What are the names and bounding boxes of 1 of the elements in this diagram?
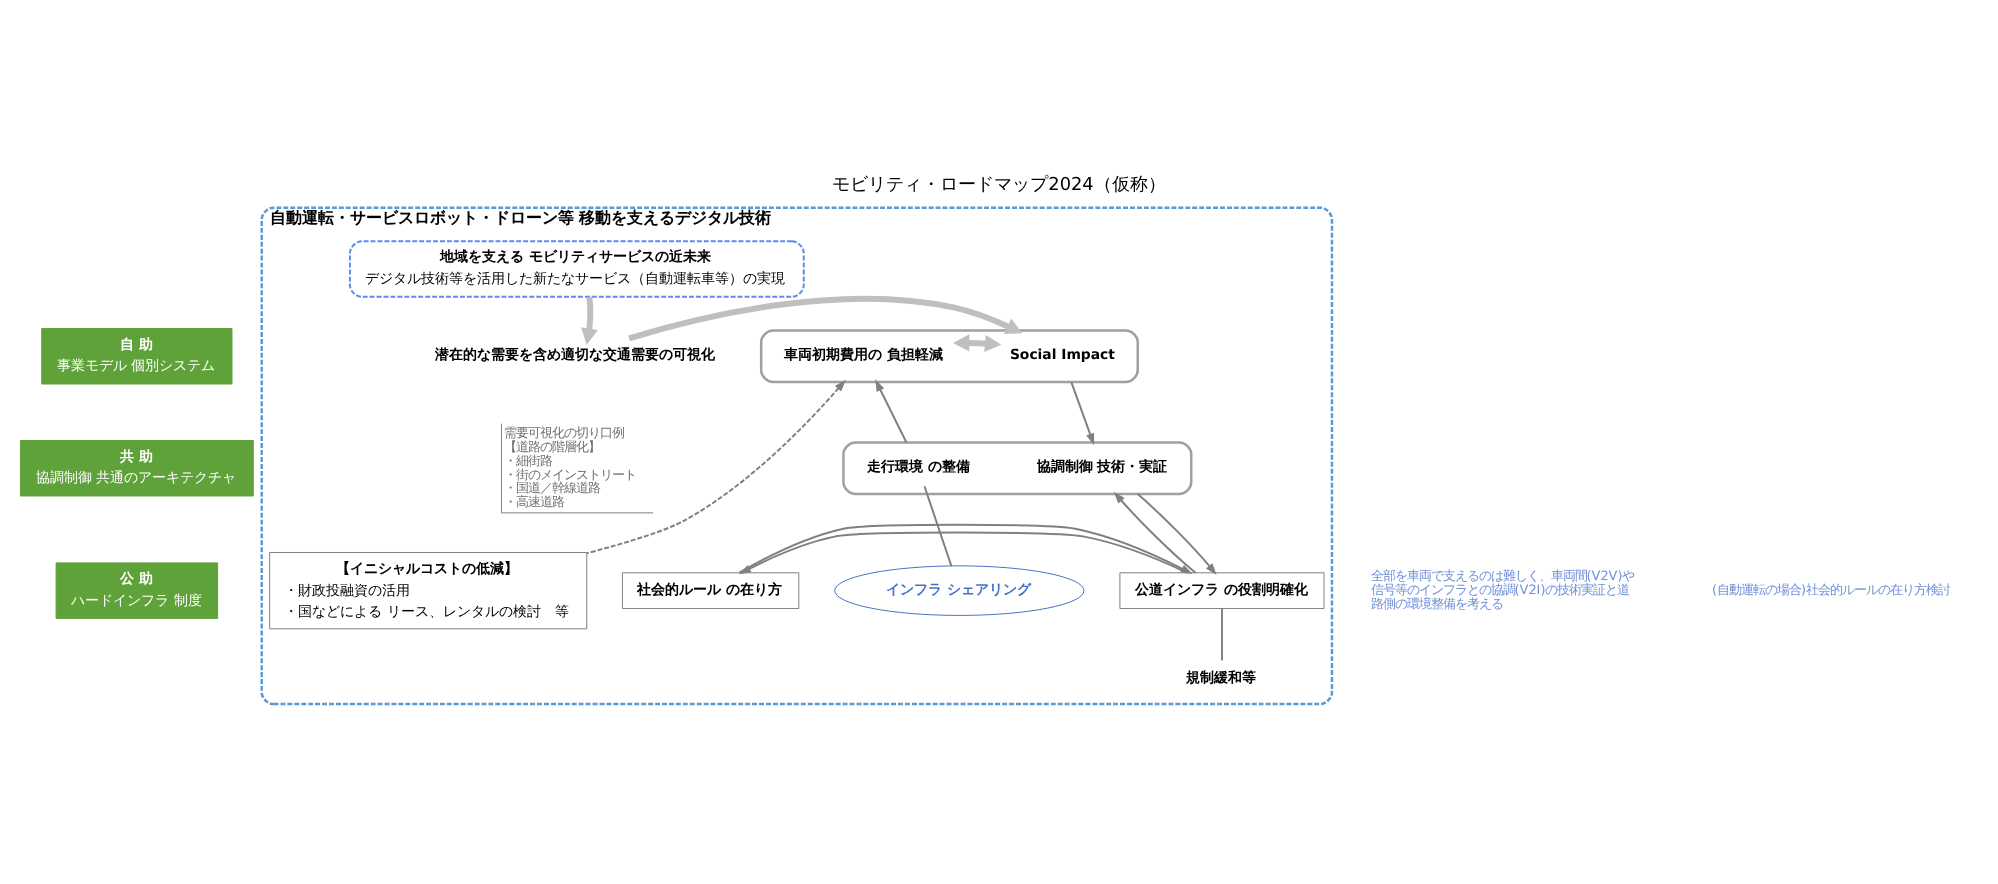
diagram-title: モビリティ・ロードマップ2024（仮称）	[832, 176, 1166, 197]
